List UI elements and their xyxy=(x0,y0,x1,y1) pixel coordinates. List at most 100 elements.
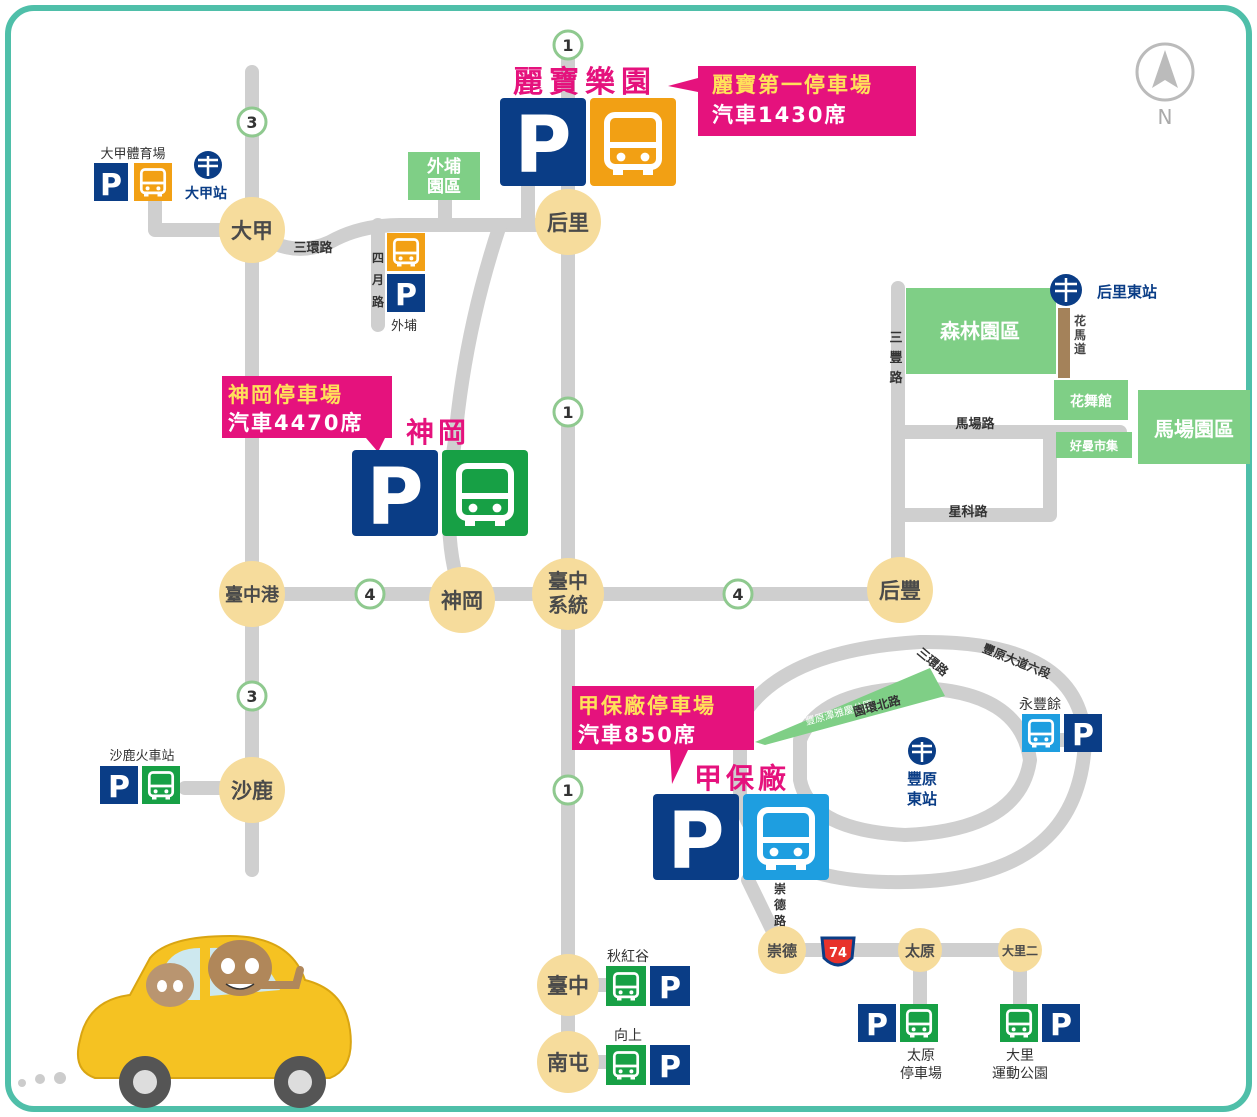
sihuanlu-label: 三環路 xyxy=(293,240,333,256)
siyuelu-label: 四月路 xyxy=(371,251,385,309)
node-dali2: 大里二 xyxy=(998,928,1042,972)
dali-park-label: 大里運動公園 xyxy=(992,1048,1048,1082)
north-compass-icon: N xyxy=(1135,42,1195,129)
svg-text:汽車4470席: 汽車4470席 xyxy=(228,411,363,435)
flower-hall-block xyxy=(1054,380,1128,420)
fengyuan-east-train-icon xyxy=(908,737,936,765)
svg-text:P: P xyxy=(395,278,417,313)
huamadao-label: 花馬道 xyxy=(1074,313,1086,356)
machanglu-label: 馬場路 xyxy=(955,416,995,432)
svg-text:崇德: 崇德 xyxy=(767,942,797,960)
svg-text:臺中: 臺中 xyxy=(547,974,589,998)
svg-text:神岡停車場: 神岡停車場 xyxy=(228,383,343,407)
dajia-gym-bus-icon xyxy=(134,163,172,201)
svg-text:后豐: 后豐 xyxy=(879,579,921,603)
svg-text:臺中港: 臺中港 xyxy=(225,584,280,606)
lihpao-parking-icon: P xyxy=(500,98,586,191)
horse-area-label: 馬場園區 xyxy=(1154,417,1234,441)
svg-text:N: N xyxy=(1158,105,1173,129)
waipu-bus-icon xyxy=(387,233,425,271)
waipu-area-label: 外埔園區 xyxy=(427,156,461,197)
taiyuan-parking-icon: P xyxy=(858,1004,896,1043)
shengang-diagonal xyxy=(441,218,507,601)
node-taiyuan: 太原 xyxy=(898,928,942,972)
svg-text:太原: 太原 xyxy=(905,942,935,960)
xingkelu-label: 星科路 xyxy=(948,504,988,520)
svg-text:1: 1 xyxy=(562,403,573,422)
svg-text:汽車1430席: 汽車1430席 xyxy=(712,103,847,127)
jiabao-bus-icon xyxy=(743,794,829,880)
route-3-shield-low: 3 xyxy=(236,680,268,712)
node-chongde: 崇德 xyxy=(758,926,806,974)
waipu-area-block xyxy=(408,152,480,200)
node-shalu: 沙鹿 xyxy=(219,757,285,823)
shengang-parking-icon: P xyxy=(352,450,438,543)
route-1-shield-mid: 1 xyxy=(552,396,584,428)
waipu-label: 外埔 xyxy=(391,319,417,334)
freeway-74-shield: 74 xyxy=(820,936,856,967)
svg-text:P: P xyxy=(1072,718,1094,753)
svg-text:臺中系統: 臺中系統 xyxy=(548,569,588,617)
node-taichungport: 臺中港 xyxy=(219,561,285,627)
node-taichung: 臺中 xyxy=(537,954,599,1016)
forest-area-block xyxy=(906,288,1056,374)
jiabao-parking-icon: P xyxy=(653,794,739,887)
node-houfeng: 后豐 xyxy=(867,557,933,623)
svg-text:汽車850席: 汽車850席 xyxy=(578,723,697,747)
route-1-shield-top: 1 xyxy=(552,29,584,61)
dali-bus-icon xyxy=(1000,1004,1038,1042)
qiuhonggu-label: 秋紅谷 xyxy=(607,949,649,965)
forest-area-label: 森林園區 xyxy=(940,319,1020,343)
car-with-cats-illustration xyxy=(18,934,352,1108)
loop-road xyxy=(891,425,1057,522)
svg-text:大里二: 大里二 xyxy=(1002,943,1038,958)
shengang-callout: 神岡停車場 汽車4470席 xyxy=(222,376,392,452)
svg-text:P: P xyxy=(100,168,122,203)
taiyuan-bus-icon xyxy=(900,1004,938,1042)
node-houli: 后里 xyxy=(535,189,601,255)
qiuhonggu-bus-icon xyxy=(606,966,646,1006)
yongfeng-bus-icon xyxy=(1022,714,1060,752)
svg-text:P: P xyxy=(1050,1008,1072,1043)
svg-text:麗寶第一停車場: 麗寶第一停車場 xyxy=(712,73,873,97)
svg-text:1: 1 xyxy=(562,36,573,55)
xiangshang-bus-icon xyxy=(606,1045,646,1085)
horse-area-block xyxy=(1138,390,1250,464)
svg-text:1: 1 xyxy=(562,781,573,800)
taiyuan-parking-label: 太原停車場 xyxy=(900,1048,942,1082)
svg-text:3: 3 xyxy=(246,113,257,132)
route-4-shield-west: 4 xyxy=(354,578,386,610)
waipu-area-line2: 園區 xyxy=(427,177,461,197)
svg-text:P: P xyxy=(366,453,423,543)
node-taichung-sys: 臺中系統 xyxy=(532,558,604,630)
xiangshang-parking-icon: P xyxy=(650,1045,690,1085)
node-nantun: 南屯 xyxy=(537,1031,599,1093)
node-shengang: 神岡 xyxy=(429,567,495,633)
svg-text:P: P xyxy=(514,101,571,191)
svg-text:甲保廠停車場: 甲保廠停車場 xyxy=(578,694,716,718)
svg-text:P: P xyxy=(866,1008,888,1043)
svg-text:4: 4 xyxy=(732,585,743,604)
houli-east-train-icon xyxy=(1050,274,1082,306)
dajia-gym-parking-icon: P xyxy=(94,163,128,203)
jiabao-venue-title: 甲保廠 xyxy=(694,762,790,795)
route-4-shield-east: 4 xyxy=(722,578,754,610)
dajia-station-label: 大甲站 xyxy=(185,185,227,202)
svg-text:沙鹿: 沙鹿 xyxy=(231,779,273,803)
lihpao-callout: 麗寶第一停車場 汽車1430席 xyxy=(668,66,916,136)
waipu-area-line1: 外埔 xyxy=(427,156,461,177)
flower-hall-label: 花舞館 xyxy=(1070,393,1112,410)
svg-text:3: 3 xyxy=(246,687,257,706)
yongfeng-label: 永豐餘 xyxy=(1019,696,1061,713)
svg-text:P: P xyxy=(659,1050,681,1085)
interchange-nodes: 大甲 后里 臺中港 神岡 臺中系統 后豐 沙鹿 臺中 南屯 崇德 太原 大里二 xyxy=(219,189,1042,1093)
svg-text:南屯: 南屯 xyxy=(547,1051,589,1075)
fengyuan-east-label: 豐原東站 xyxy=(907,770,937,808)
shengang-bus-icon xyxy=(442,450,528,536)
shengang-venue-title: 神岡 xyxy=(406,416,470,449)
inner-ring xyxy=(793,681,1037,842)
chongdelu-label: 崇德路 xyxy=(774,881,787,928)
yongfeng-parking-icon: P xyxy=(1064,714,1102,753)
svg-text:P: P xyxy=(659,971,681,1006)
